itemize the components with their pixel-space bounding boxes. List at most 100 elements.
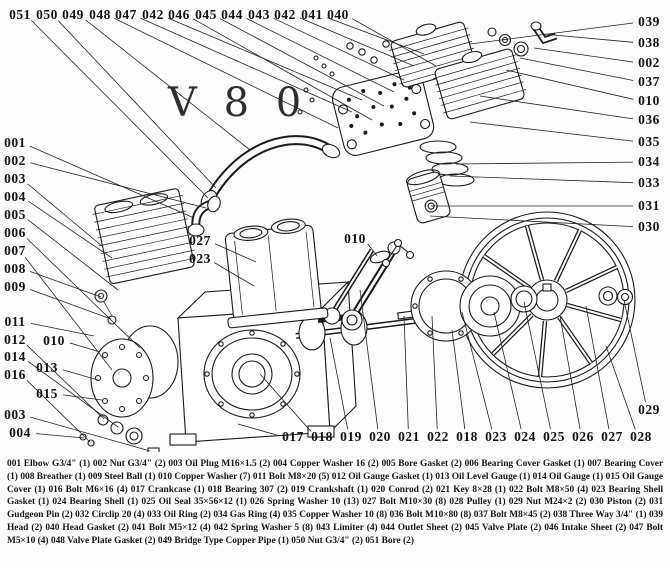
callout-001: 001 <box>4 135 26 150</box>
part-entry-030: 030 Piston (2) <box>589 497 646 508</box>
part-entry-035: 035 Copper Washer 10 (8) <box>282 510 388 521</box>
part-entry-008: 008 Breather (1) <box>20 471 86 482</box>
callout-039: 039 <box>638 14 660 29</box>
callout-049: 049 <box>62 7 84 22</box>
callout-036: 036 <box>638 112 660 127</box>
pulley-flywheel <box>458 211 636 389</box>
callout-029: 029 <box>638 402 660 417</box>
model-label: V 8 0 <box>167 80 308 126</box>
part-entry-015: 015 Oil Gauge Cover (1) <box>7 471 663 495</box>
part-entry-038: 038 Three Way 3/4" (1) <box>553 510 647 521</box>
part-entry-034: 034 Gas Ring (4) <box>213 510 281 521</box>
callout-023: 023 <box>485 429 507 444</box>
callout-019: 019 <box>340 429 362 444</box>
callout-040: 040 <box>327 7 349 22</box>
part-entry-046: 046 Intake Sheet (2) <box>544 522 627 533</box>
part-entry-031: 031 Gudgeon Pin (2) <box>7 497 664 521</box>
oil-gauge-group <box>79 414 160 452</box>
valve-plate <box>331 69 435 156</box>
part-entry-029: 029 Nut M24×2 (2) <box>508 497 587 508</box>
callout-006: 006 <box>4 225 26 240</box>
callout-012: 012 <box>4 332 26 347</box>
part-entry-018: 018 Bearing 307 (2) <box>207 484 288 495</box>
callout-018: 018 <box>311 429 333 444</box>
part-entry-021: 021 Key 8×28 (1) <box>436 484 506 495</box>
callout-020: 020 <box>369 429 391 444</box>
callout-015: 015 <box>36 386 58 401</box>
callout-027: 027 <box>189 233 211 248</box>
callout-027: 027 <box>601 429 623 444</box>
parts-list: 001 Elbow G3/4" (1) 002 Nut G3/4" (2) 00… <box>0 452 670 568</box>
callout-047: 047 <box>115 7 137 22</box>
leader-lines <box>24 17 646 452</box>
callout-045: 045 <box>195 7 217 22</box>
part-entry-047: 047 Bolt M5×10 (4) <box>7 522 664 546</box>
part-entry-020: 020 Conrod (2) <box>371 484 433 495</box>
callout-042: 042 <box>142 7 164 22</box>
callout-035: 035 <box>638 134 660 149</box>
head-fittings <box>487 21 558 57</box>
part-entry-003: 003 Oil Plug M16×1.5 (2) <box>168 459 271 469</box>
callout-042: 042 <box>274 7 296 22</box>
cylinder-block <box>224 218 329 329</box>
part-entry-012: 012 Oil Gauge Gasket (1) <box>331 471 433 482</box>
callout-009: 009 <box>4 279 26 294</box>
part-entry-004: 004 Copper Washer 16 (2) <box>273 459 379 469</box>
part-entry-022: 022 Bolt M8×50 (4) <box>508 484 589 495</box>
part-entry-050: 050 Nut G3/4" (2) <box>291 535 363 546</box>
part-entry-051: 051 Bore (2) <box>365 535 414 546</box>
callout-016: 016 <box>4 367 26 382</box>
callout-044: 044 <box>221 7 243 22</box>
part-entry-042: 042 Spring Washer 5 (8) <box>213 522 314 533</box>
callout-022: 022 <box>427 429 449 444</box>
part-entry-009: 009 Steel Ball (1) <box>88 471 156 482</box>
callout-043: 043 <box>248 7 270 22</box>
callout-024: 024 <box>514 429 536 444</box>
callout-031: 031 <box>638 198 660 213</box>
callout-005: 005 <box>4 207 26 222</box>
callout-003: 003 <box>4 171 26 186</box>
callout-008: 008 <box>4 261 26 276</box>
part-entry-036: 036 Bolt M10×80 (8) <box>389 510 472 521</box>
callout-002: 002 <box>638 55 660 70</box>
exploded-diagram: V 8 0 <box>4 7 660 452</box>
part-entry-033: 033 Oil Ring (2) <box>147 510 211 521</box>
part-entry-014: 014 Oil Gauge (1) <box>532 471 604 482</box>
callout-050: 050 <box>36 7 58 22</box>
conrods <box>323 241 401 331</box>
part-entry-040: 040 Head Gasket (2) <box>45 522 129 533</box>
callout-030: 030 <box>638 219 660 234</box>
callout-033: 033 <box>638 175 660 190</box>
part-entry-027: 027 Bolt M10×30 (8) <box>362 497 447 508</box>
callout-046: 046 <box>168 7 190 22</box>
part-entry-010: 010 Copper Washer (7) <box>157 471 251 482</box>
callout-041: 041 <box>301 7 323 22</box>
exploded-view-drawing: V 8 0 <box>24 17 646 452</box>
part-entry-028: 028 Pulley (1) <box>449 497 506 508</box>
breather-and-steel-ball <box>94 289 117 325</box>
part-entry-001: 001 Elbow G3/4" (1) <box>7 459 91 469</box>
callout-003: 003 <box>4 407 26 422</box>
callout-004: 004 <box>4 189 26 204</box>
finned-cylinder <box>92 188 197 285</box>
part-entry-006: 006 Bearing Cover Gasket (1) <box>464 459 585 469</box>
part-entry-037: 037 Bolt M8×45 (2) <box>473 510 551 521</box>
callout-018: 018 <box>456 429 478 444</box>
callout-051: 051 <box>9 7 31 22</box>
callout-048: 048 <box>89 7 111 22</box>
part-entry-039: 039 Head (2) <box>7 510 664 533</box>
callout-026: 026 <box>572 429 594 444</box>
part-entry-023: 023 Bearing Shell Gasket (1) <box>7 484 664 508</box>
callout-010: 010 <box>344 231 366 246</box>
callout-002: 002 <box>4 153 26 168</box>
callout-037: 037 <box>638 74 660 89</box>
callout-023: 023 <box>189 251 211 266</box>
callout-017: 017 <box>282 429 304 444</box>
part-entry-043: 043 Limiter (4) <box>316 522 378 533</box>
callout-025: 025 <box>543 429 565 444</box>
callout-010: 010 <box>638 93 660 108</box>
part-entry-026: 026 Spring Washer 10 (13) <box>250 497 360 508</box>
part-entry-032: 032 Circlip 20 (4) <box>75 510 145 521</box>
part-entry-002: 002 Nut G3/4" (2) <box>92 459 166 469</box>
